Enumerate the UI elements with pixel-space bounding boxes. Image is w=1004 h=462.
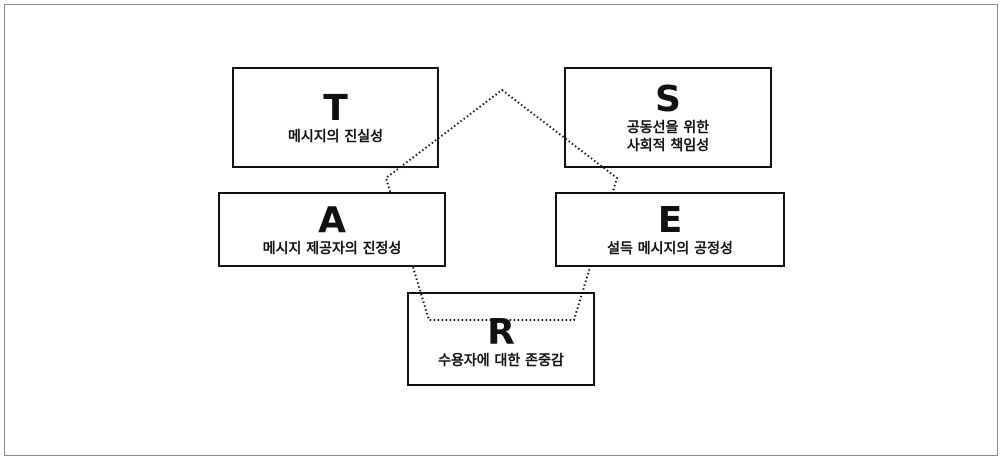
box-t-letter: T: [323, 87, 348, 129]
box-e-description: 설득 메시지의 공정성: [607, 240, 733, 257]
box-e-letter: E: [657, 199, 683, 241]
box-r-respect: R 수용자에 대한 존중감: [407, 292, 595, 386]
box-r-letter: R: [487, 312, 515, 353]
box-t-truthfulness: T 메시지의 진실성: [232, 67, 439, 168]
box-s-social-responsibility: S 공동선을 위한 사회적 책임성: [564, 67, 772, 168]
box-a-letter: A: [318, 199, 346, 241]
box-a-description: 메시지 제공자의 진정성: [262, 240, 402, 257]
box-s-description-line-1: 공동선을 위한: [626, 119, 710, 136]
box-r-description: 수용자에 대한 존중감: [438, 353, 564, 369]
box-e-equity: E 설득 메시지의 공정성: [555, 192, 785, 267]
box-t-description: 메시지의 진실성: [287, 128, 384, 145]
box-a-authenticity: A 메시지 제공자의 진정성: [218, 192, 446, 267]
diagram-frame: [4, 4, 998, 456]
box-s-description-line-2: 사회적 책임성: [626, 137, 710, 154]
box-s-letter: S: [655, 78, 681, 120]
